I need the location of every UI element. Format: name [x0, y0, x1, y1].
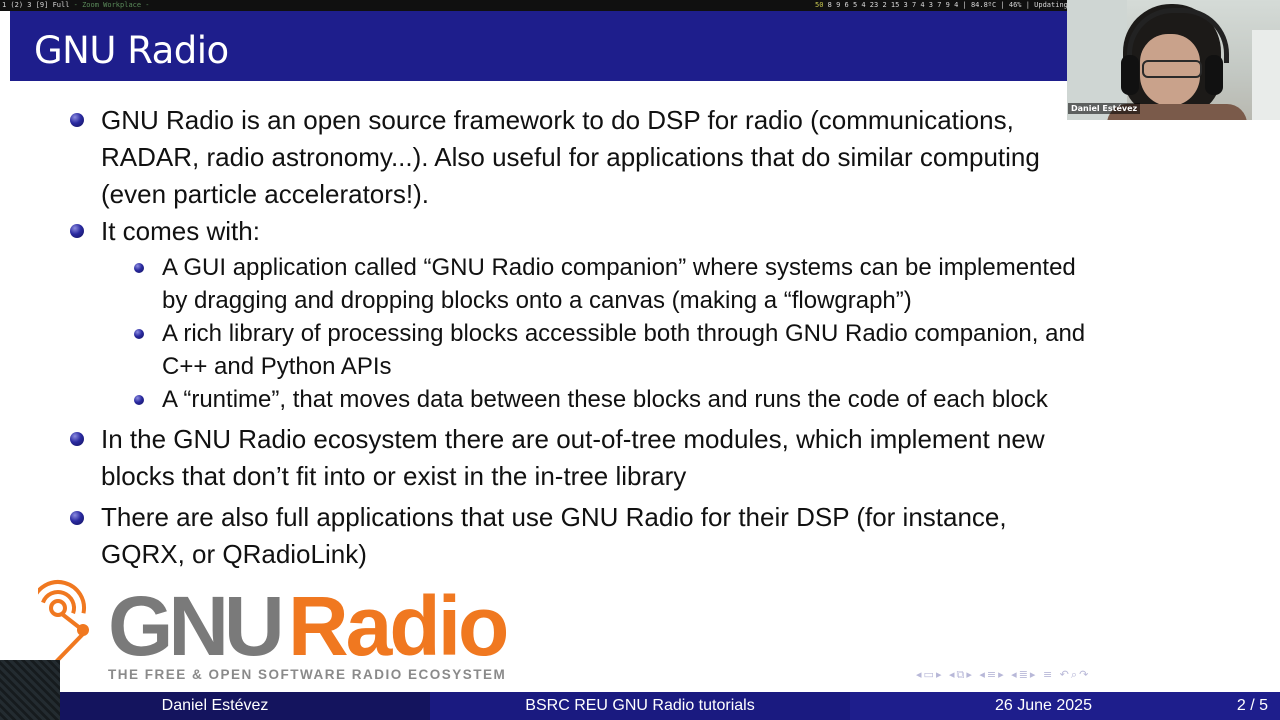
nav-undo-icon[interactable]: ↶ [1059, 668, 1071, 681]
participant-name-label: Daniel Estévez [1068, 103, 1141, 114]
logo-tagline: THE FREE & OPEN SOFTWARE RADIO ECOSYSTEM [108, 667, 507, 682]
slide-title-bar: GNU Radio [10, 11, 1070, 81]
bullet-item: GNU Radio is an open source framework to… [101, 102, 1221, 213]
nav-redo-icon[interactable]: ↷ [1079, 668, 1091, 681]
bullet-line: In the GNU Radio ecosystem there are out… [101, 424, 1045, 454]
nav-section-prev-icon[interactable]: ◂ [979, 668, 987, 681]
slide-title: GNU Radio [34, 29, 229, 72]
nav-frame-icon[interactable]: ▭ [923, 668, 936, 681]
system-status: 50 8 9 6 5 4 23 2 15 3 7 4 3 7 9 4 | 84.… [815, 0, 1081, 11]
participant-shirt [1107, 104, 1247, 120]
active-window-title: - Zoom Workplace - [73, 1, 150, 9]
nav-section-icon[interactable]: ≡ [986, 668, 999, 681]
nav-part-prev-icon[interactable]: ◂ [1011, 668, 1019, 681]
nav-subsection-prev-icon[interactable]: ◂ [948, 668, 957, 681]
sub-bullet-marker [134, 395, 144, 405]
workspace-indicator[interactable]: 1 (2) 3 [9] Full - Zoom Workplace - [2, 0, 150, 11]
bullet-line: There are also full applications that us… [101, 502, 1007, 532]
bullet-line: GNU Radio is an open source framework to… [101, 105, 1014, 135]
headphones-right [1205, 55, 1223, 95]
sub-bullet-item: A “runtime”, that moves data between the… [162, 383, 1242, 416]
logo-word-gnu: GNU [108, 579, 285, 673]
bullet-marker [70, 113, 84, 127]
bullet-line: GQRX, or QRadioLink) [101, 539, 367, 569]
slide-footer: Daniel Estévez BSRC REU GNU Radio tutori… [0, 692, 1280, 720]
sub-bullet-line: A rich library of processing blocks acce… [162, 320, 1086, 347]
bullet-marker [70, 432, 84, 446]
bullet-marker [70, 511, 84, 525]
webcam-background-shelf [1252, 30, 1280, 120]
sub-bullet-item: A rich library of processing blocks acce… [162, 317, 1242, 383]
bullet-line: RADAR, radio astronomy...). Also useful … [101, 142, 1040, 172]
nav-frame-next-icon[interactable]: ▸ [935, 668, 944, 681]
bullet-item: There are also full applications that us… [101, 499, 1221, 573]
sub-bullet-item: A GUI application called “GNU Radio comp… [162, 251, 1242, 317]
nav-frame-prev-icon[interactable]: ◂ [916, 668, 924, 681]
nav-search-icon[interactable]: ⌕ [1070, 668, 1080, 681]
nav-subsection-next-icon[interactable]: ▸ [966, 668, 974, 681]
bullet-marker [70, 224, 84, 238]
beamer-navigation[interactable]: ◂▭▸ ◂⧉▸ ◂≡▸ ◂≣▸ ≡ ↶⌕↷ [916, 668, 1090, 682]
status-count: 50 [815, 1, 824, 9]
sub-bullet-marker [134, 329, 144, 339]
webcam-background [1067, 0, 1127, 120]
nav-toc-icon[interactable]: ≡ [1042, 668, 1055, 681]
nav-subsection-icon[interactable]: ⧉ [956, 668, 967, 681]
bullet-line: It comes with: [101, 216, 260, 246]
status-text: 8 9 6 5 4 23 2 15 3 7 4 3 7 9 4 | 84.8ºC… [823, 1, 1081, 9]
sub-bullet-line: C++ and Python APIs [162, 353, 392, 380]
nav-section-next-icon[interactable]: ▸ [998, 668, 1006, 681]
bullet-item: In the GNU Radio ecosystem there are out… [101, 421, 1221, 495]
workspace-list[interactable]: 1 (2) 3 [9] Full [2, 1, 70, 9]
webcam-video-tile[interactable]: Daniel Estévez [1067, 0, 1280, 120]
bullet-item: It comes with: [101, 213, 1221, 250]
footer-date: 26 June 2025 [995, 697, 1092, 714]
sub-bullet-marker [134, 263, 144, 273]
footer-page-number: 2 / 5 [1236, 697, 1268, 714]
nav-part-next-icon[interactable]: ▸ [1029, 668, 1038, 681]
bullet-line: (even particle accelerators!). [101, 179, 430, 209]
footer-right: 26 June 2025 2 / 5 [850, 692, 1280, 720]
footer-author: Daniel Estévez [0, 692, 430, 720]
footer-event: BSRC REU GNU Radio tutorials [430, 692, 850, 720]
sub-bullet-line: A “runtime”, that moves data between the… [162, 386, 1048, 413]
bullet-line: blocks that don’t fit into or exist in t… [101, 461, 687, 491]
desktop-corner [0, 660, 60, 720]
headphones-left [1121, 55, 1139, 95]
sub-bullet-line: A GUI application called “GNU Radio comp… [162, 254, 1076, 281]
logo-word-radio: Radio [288, 579, 509, 673]
gnu-radio-logo: GNU Radio THE FREE & OPEN SOFTWARE RADIO… [38, 578, 538, 683]
sub-bullet-line: by dragging and dropping blocks onto a c… [162, 287, 912, 314]
nav-part-icon[interactable]: ≣ [1018, 668, 1030, 681]
system-top-bar: 1 (2) 3 [9] Full - Zoom Workplace - 50 8… [0, 0, 1280, 11]
